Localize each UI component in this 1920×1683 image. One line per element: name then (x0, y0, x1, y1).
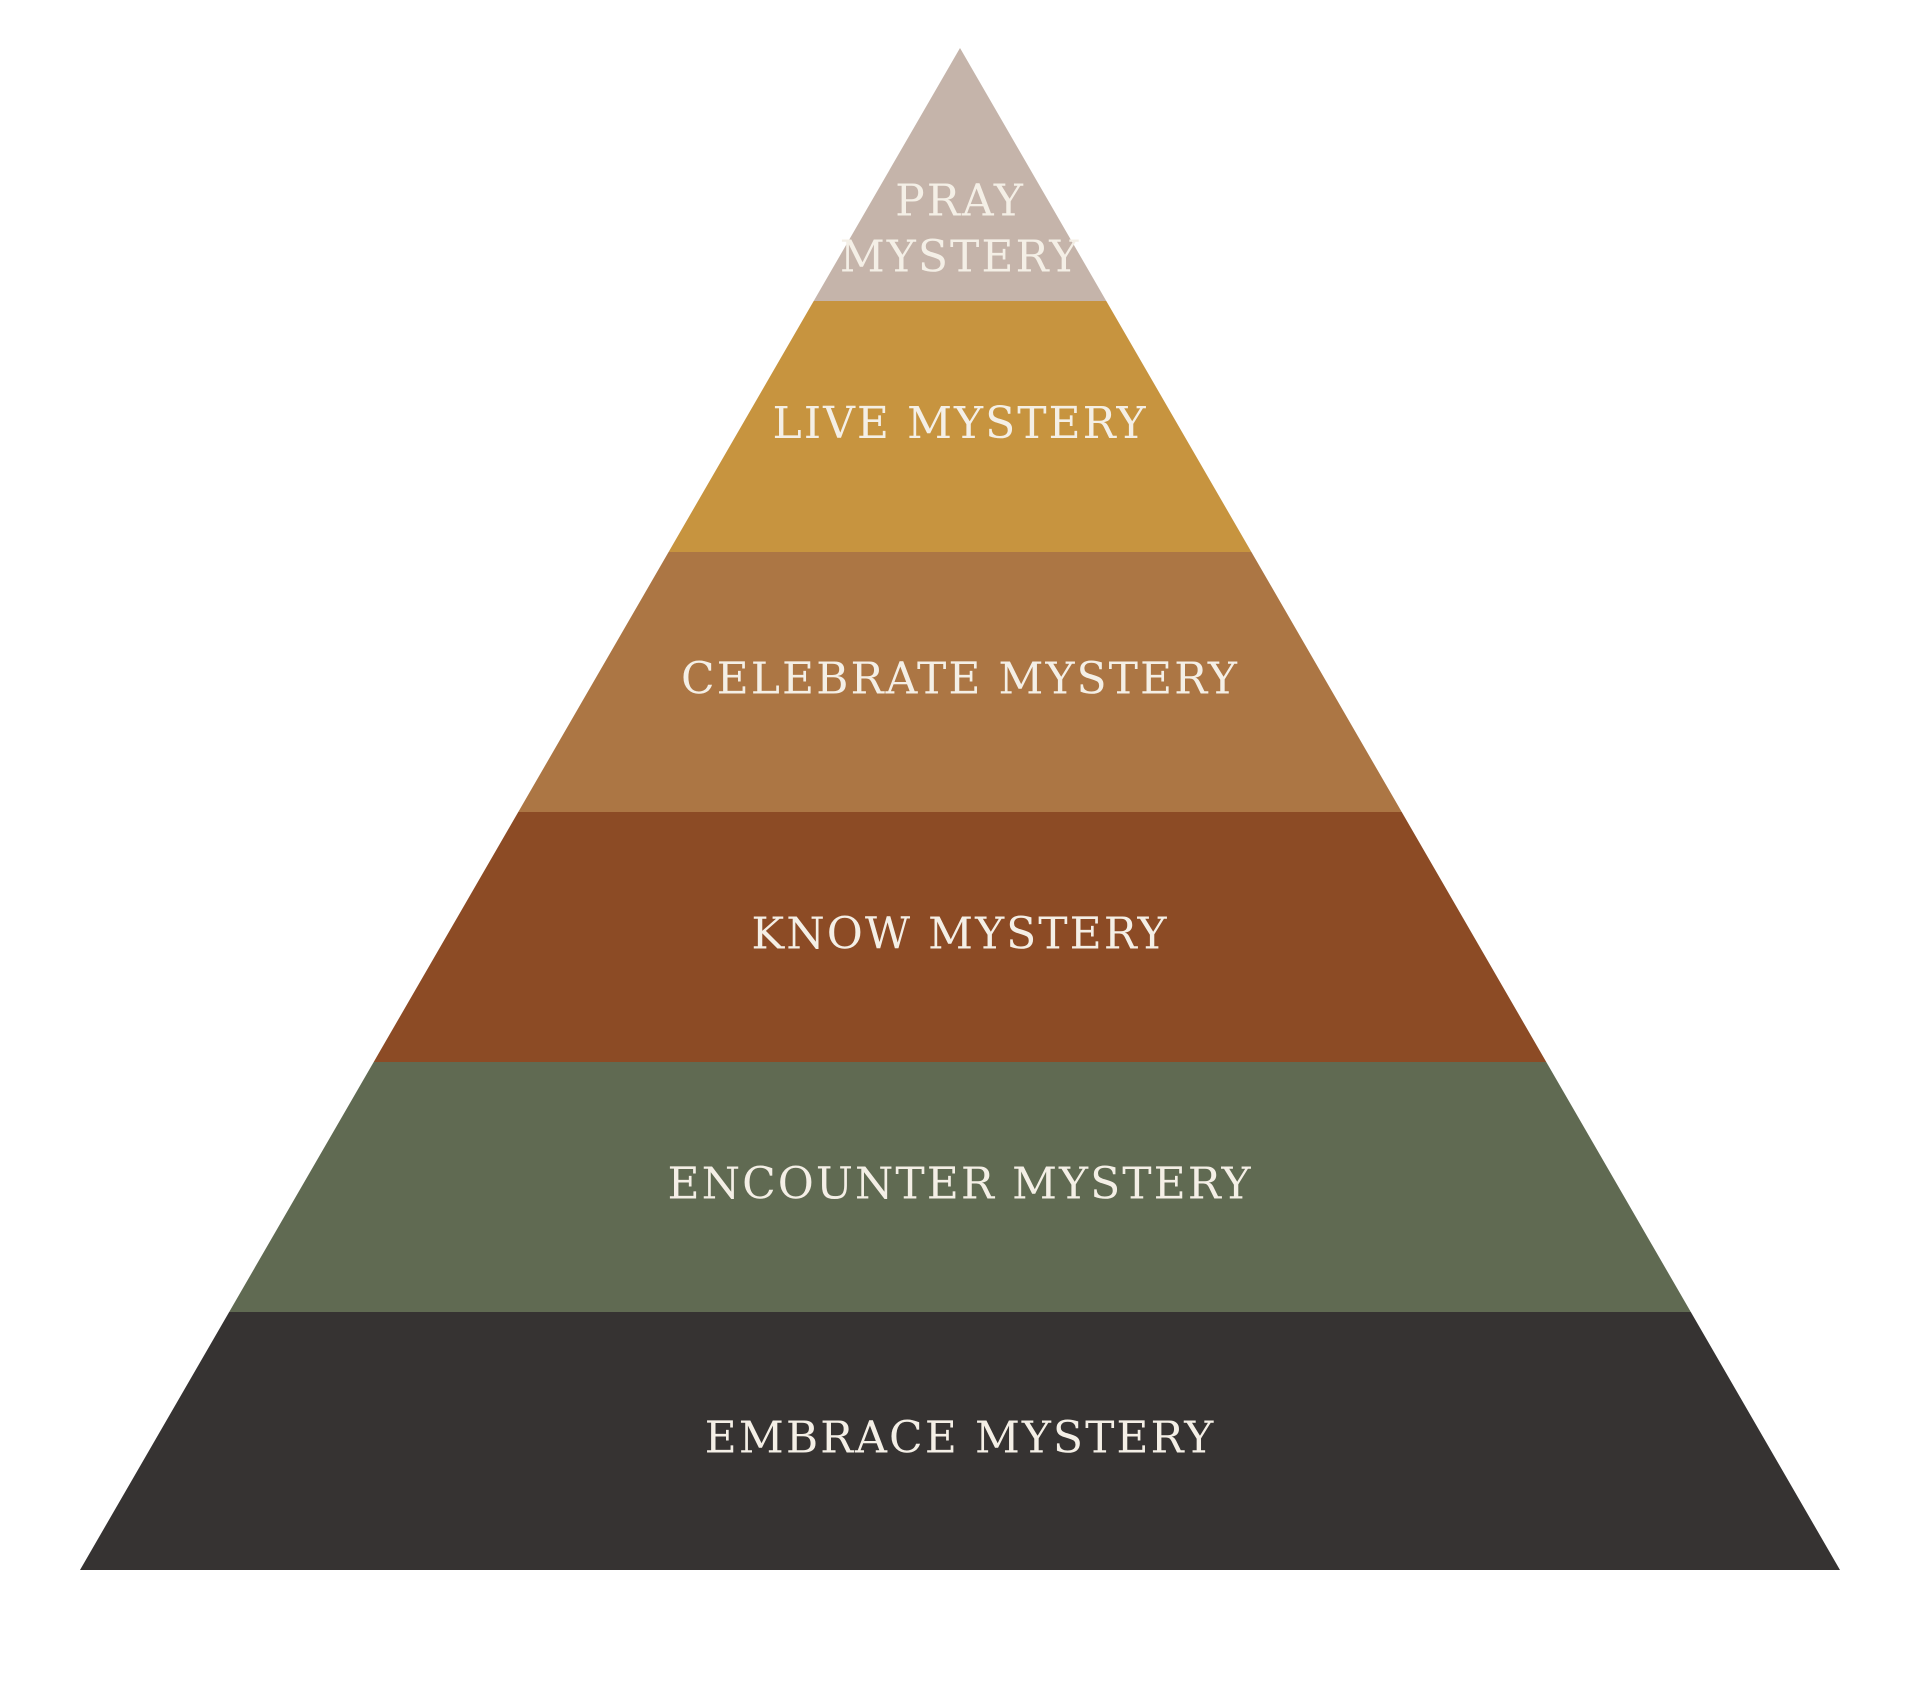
tier-pray-label-line-1: PRAY (895, 176, 1025, 227)
tier-celebrate (518, 552, 1402, 812)
tier-encounter (229, 1062, 1691, 1312)
tier-live-label: LIVE MYSTERY (772, 398, 1147, 449)
tier-know-label: KNOW MYSTERY (751, 909, 1168, 960)
pyramid-tiers (80, 48, 1840, 1570)
tier-celebrate-label: CELEBRATE MYSTERY (681, 654, 1239, 705)
tier-know (373, 812, 1547, 1062)
tier-encounter-label: ENCOUNTER MYSTERY (667, 1159, 1252, 1210)
tier-embrace-label: EMBRACE MYSTERY (705, 1413, 1216, 1464)
tier-live (668, 301, 1252, 552)
tier-pray (813, 48, 1107, 301)
tier-embrace (80, 1312, 1840, 1570)
tier-pray-label-line-2: MYSTERY (840, 232, 1081, 283)
